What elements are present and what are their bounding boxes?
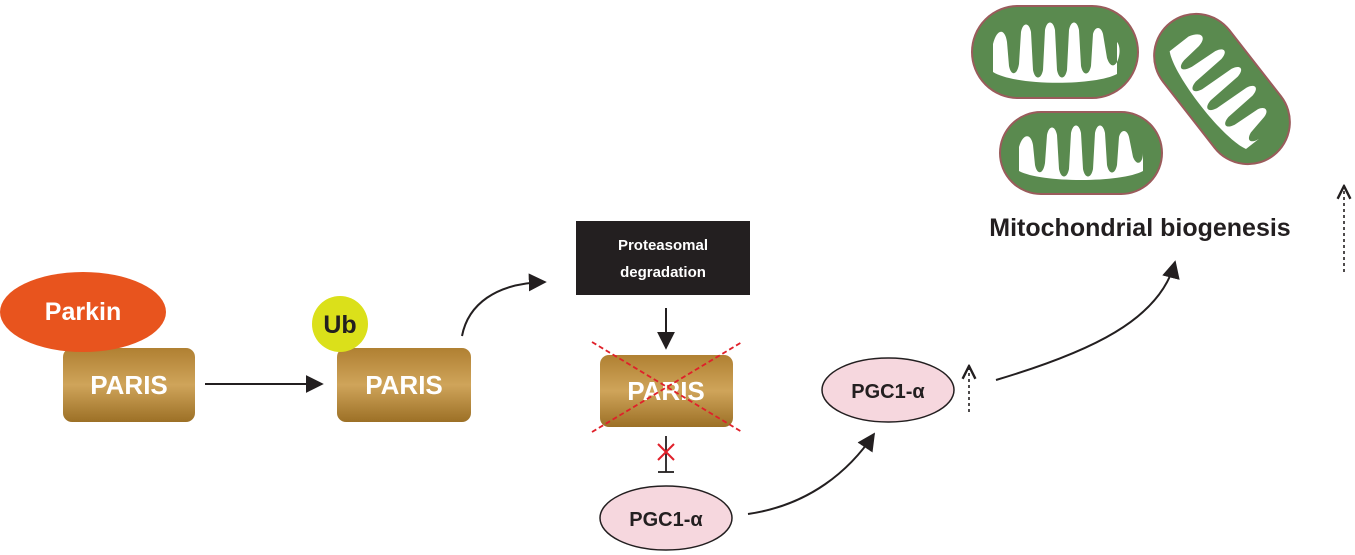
cross-line-a	[591, 341, 743, 433]
red-x-b	[657, 443, 675, 461]
pgc1a-mid-ellipse	[821, 357, 955, 423]
pgc1a-bottom: PGC1-α	[599, 485, 733, 551]
arrow-pgc1a-up	[747, 432, 875, 515]
paris-label-3: PARIS	[627, 376, 705, 406]
degraded-paris: PARIS	[591, 341, 743, 433]
paris-label-1: PARIS	[90, 370, 168, 400]
mitochondrion-1	[971, 5, 1139, 99]
parkin-label: Parkin	[45, 298, 121, 326]
ubiquitinated-paris: PARIS Ub	[312, 296, 471, 422]
ub-circle	[312, 296, 368, 352]
paris-box-1	[63, 348, 195, 422]
pgc1a-mid: PGC1-α	[821, 357, 955, 423]
mitochondrion-2	[999, 111, 1163, 195]
ub-label: Ub	[323, 311, 356, 339]
pgc1a-bottom-ellipse	[599, 485, 733, 551]
cross-line-b	[591, 341, 743, 433]
parkin-ellipse	[0, 272, 166, 352]
parkin-paris-complex: PARIS Parkin	[0, 272, 195, 422]
arrow-to-biogenesis	[995, 260, 1180, 381]
paris-box-3	[600, 355, 733, 427]
paris-label-2: PARIS	[365, 370, 443, 400]
proteasomal-degradation: Proteasomal degradation	[576, 221, 750, 295]
pgc1a-mid-label: PGC1-α	[851, 381, 925, 403]
paris-box-2	[337, 348, 471, 422]
arrow-to-degradation	[461, 273, 547, 337]
mito-biogenesis-label: Mitochondrial biogenesis	[989, 214, 1290, 242]
proteasome-box	[576, 221, 750, 295]
proteasome-label-line2: degradation	[620, 264, 706, 281]
mitochondrion-3	[1153, 12, 1291, 166]
pgc1a-bottom-label: PGC1-α	[629, 509, 703, 531]
blocked-inhibition	[657, 436, 675, 473]
proteasome-label-line1: Proteasomal	[618, 237, 708, 254]
